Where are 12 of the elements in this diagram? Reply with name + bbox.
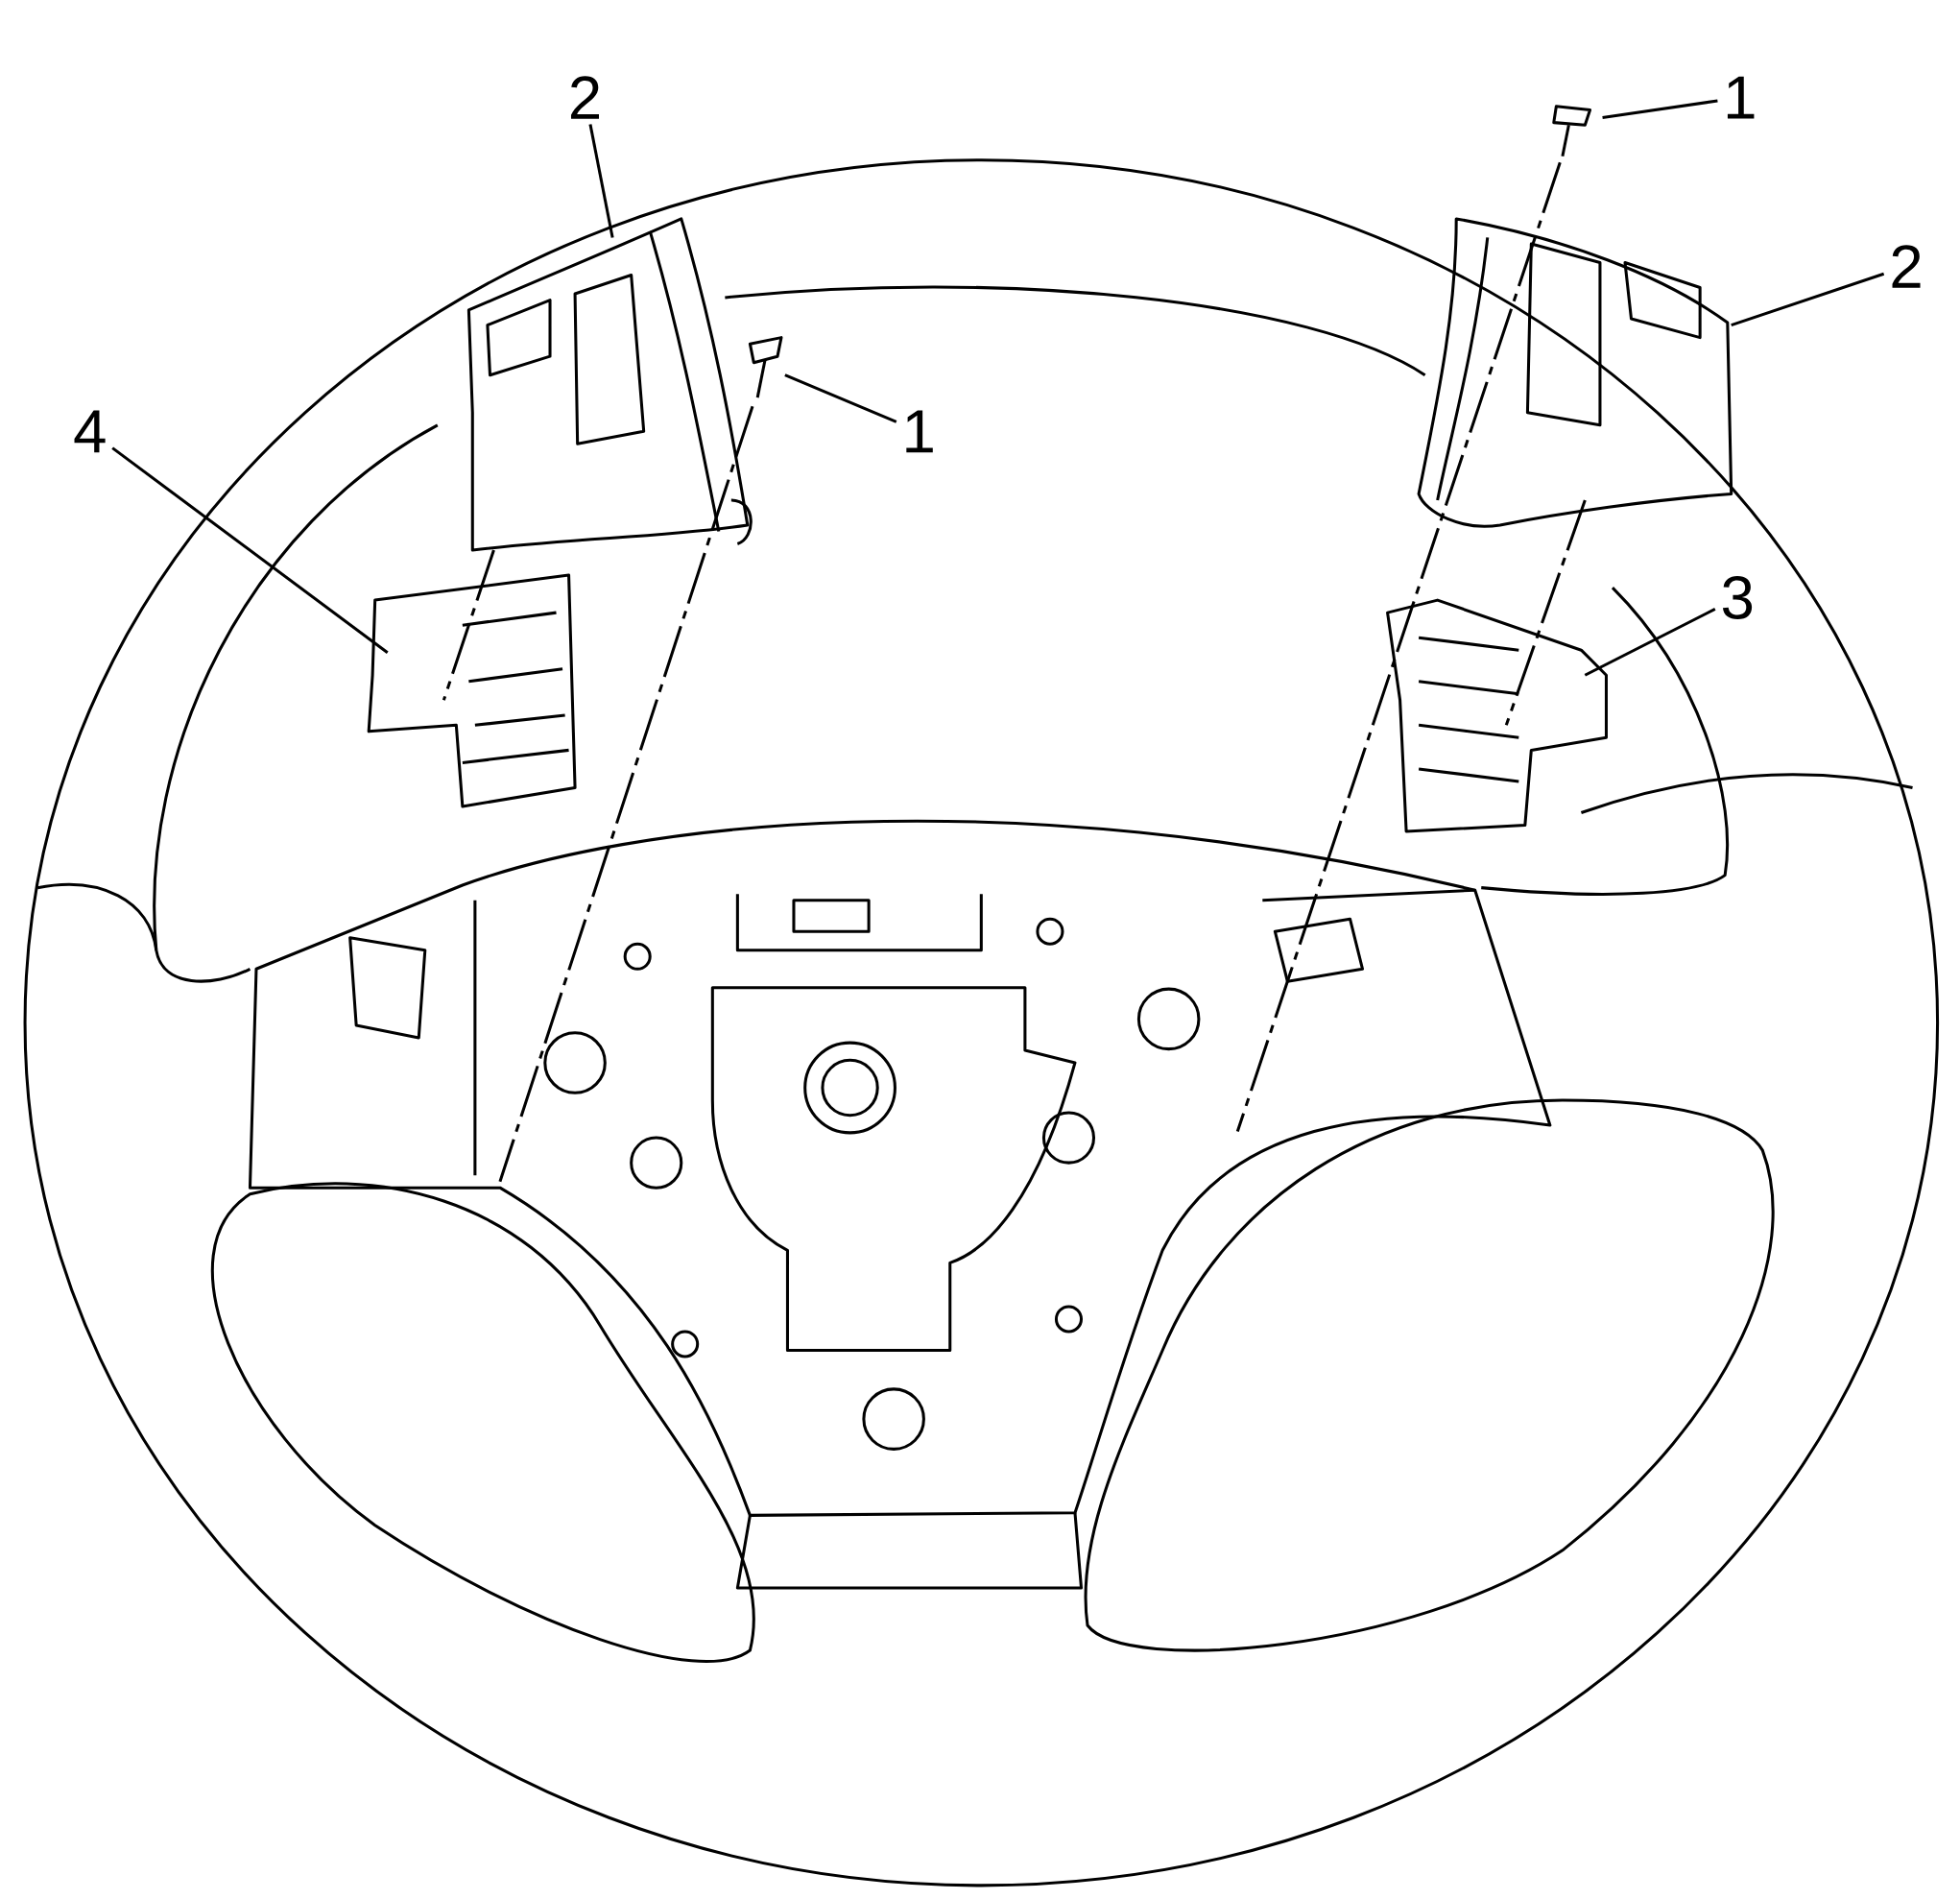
leader-line (1602, 99, 1718, 119)
leader-line (111, 446, 389, 654)
leader-line (784, 373, 897, 423)
callout-number: 2 (571, 76, 599, 119)
callout-number: 4 (74, 410, 106, 453)
callout-number: 1 (1727, 76, 1755, 119)
leader-line (1731, 272, 1885, 326)
callout-number: 2 (1892, 245, 1921, 288)
callout-number: 1 (906, 410, 933, 453)
callout-number: 3 (1722, 575, 1753, 619)
leader-line (588, 124, 614, 238)
leader-line (1584, 607, 1716, 677)
